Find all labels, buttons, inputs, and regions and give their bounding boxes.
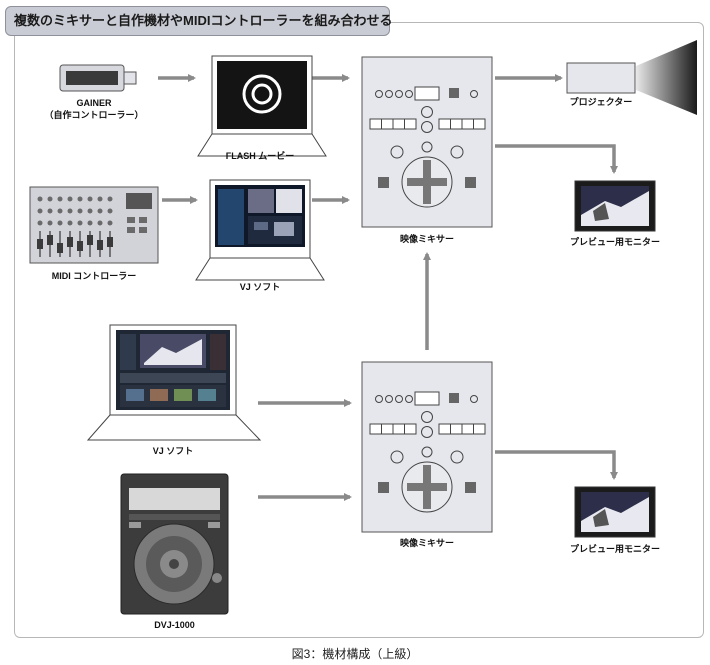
arrow-mixer2-to-preview-bottom xyxy=(495,450,618,480)
gainer-device xyxy=(59,64,137,92)
flash-label: FLASH ムービー xyxy=(225,151,295,161)
arrow-mixer-to-preview-top xyxy=(495,144,618,174)
projector-label: プロジェクター xyxy=(569,97,633,107)
midi-controller xyxy=(29,186,159,264)
flash-laptop xyxy=(197,55,327,157)
connection-arrows xyxy=(158,74,618,501)
preview-top-label: プレビュー用モニター xyxy=(569,237,660,247)
video-mixer-bottom xyxy=(361,361,493,533)
vjsoft-laptop-bottom xyxy=(86,324,262,441)
gainer-label: GAINER xyxy=(76,98,112,108)
mixer-bottom-label: 映像ミキサー xyxy=(399,538,454,548)
diagram-title: 複数のミキサーと自作機材やMIDIコントローラーを組み合わせる xyxy=(5,6,392,36)
mixer-top-label: 映像ミキサー xyxy=(399,234,454,244)
vjsoft-top-label: VJ ソフト xyxy=(239,282,281,292)
gainer-sub-label: （自作コントローラー） xyxy=(44,110,144,120)
vjsoft-laptop-top xyxy=(195,179,325,281)
vjsoft-bottom-label: VJ ソフト xyxy=(152,446,194,456)
midi-label: MIDI コントローラー xyxy=(51,271,137,281)
preview-monitor-bottom xyxy=(574,486,656,538)
dvj-label: DVJ-1000 xyxy=(154,620,195,630)
projector xyxy=(566,40,697,115)
preview-bottom-label: プレビュー用モニター xyxy=(569,544,660,554)
video-mixer-top xyxy=(361,56,493,228)
preview-monitor-top xyxy=(574,180,656,232)
dvj-1000-player xyxy=(120,473,229,615)
figure-caption: 図3：機材構成（上級） xyxy=(291,647,419,661)
